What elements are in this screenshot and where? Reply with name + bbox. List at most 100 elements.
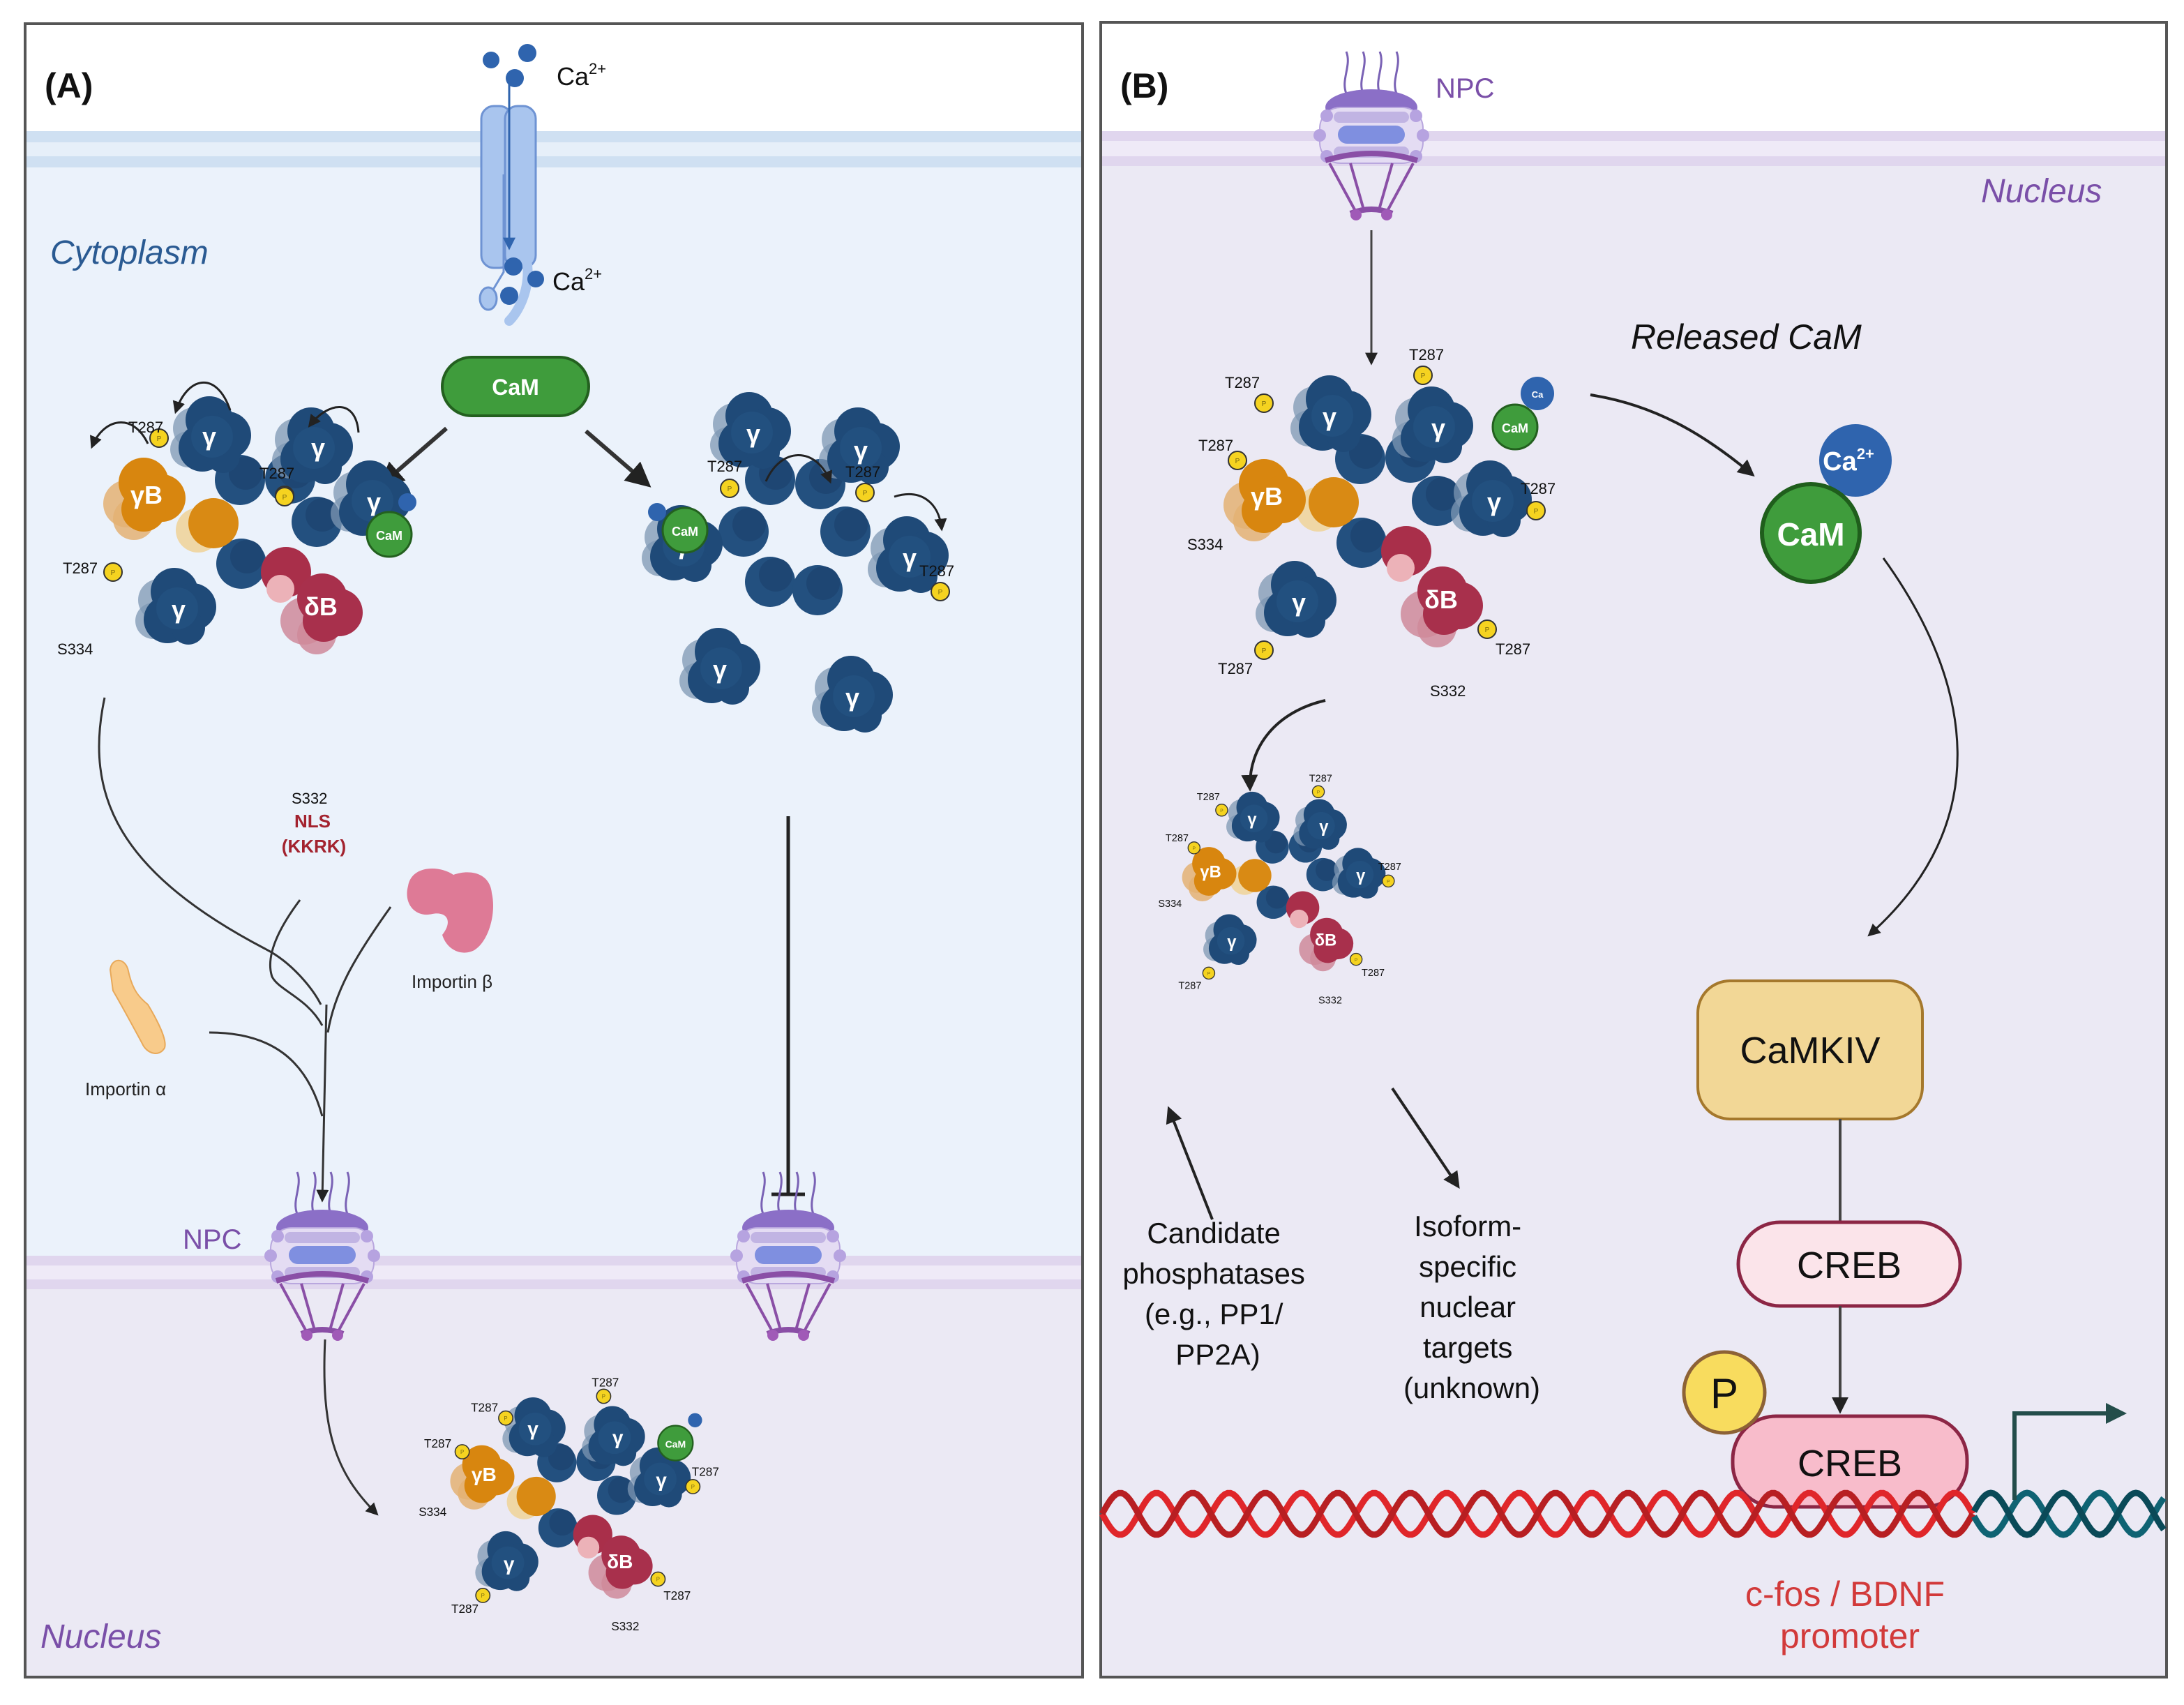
subunit-gamma: γ [202, 422, 216, 451]
subunit-gammaB: γB [130, 481, 163, 509]
svg-text:CaM: CaM [376, 529, 402, 543]
importin-beta-icon [407, 868, 494, 953]
subunit-gamma: γ [367, 488, 381, 516]
svg-text:Ca: Ca [1532, 389, 1544, 400]
svg-text:γ: γ [656, 1469, 667, 1491]
importin-beta-label: Importin β [412, 971, 492, 992]
nls-label: NLS [294, 811, 331, 832]
svg-text:T287: T287 [1409, 346, 1444, 363]
svg-text:T287: T287 [1309, 773, 1332, 784]
phosphatase-arrow [1166, 1106, 1214, 1220]
panel-b-label: (B) [1120, 66, 1168, 105]
svg-text:T287: T287 [1496, 640, 1530, 658]
calcium-label-extracellular: Ca2+ [557, 60, 606, 91]
nucleus-label-b: Nucleus [1981, 173, 2102, 210]
svg-text:S334: S334 [1187, 536, 1223, 553]
svg-text:T287: T287 [592, 1375, 619, 1389]
targets-arrow [1391, 1087, 1460, 1189]
svg-text:γ: γ [527, 1418, 539, 1440]
site-t287: T287 [259, 465, 294, 482]
svg-text:CaM: CaM [672, 525, 698, 539]
cam-to-camkiv-arrow [1867, 557, 1959, 937]
svg-text:T287: T287 [424, 1436, 451, 1450]
site-t287: T287 [919, 562, 954, 580]
svg-text:T287: T287 [1178, 980, 1201, 991]
svg-text:T287: T287 [663, 1588, 691, 1602]
svg-text:CREB: CREB [1797, 1245, 1901, 1286]
site-s332: S332 [292, 790, 327, 807]
site-t287: T287 [845, 463, 880, 481]
importin-alpha-label: Importin α [85, 1079, 166, 1099]
subunit-gamma: γ [713, 655, 727, 684]
phospho-badge [1682, 1350, 1767, 1435]
svg-text:S332: S332 [611, 1619, 639, 1633]
nuclear-import-arrows [98, 697, 392, 1203]
npc-icon [1313, 51, 1429, 220]
svg-text:T287: T287 [471, 1400, 498, 1414]
npc-icon [264, 1171, 380, 1341]
svg-text:γB: γB [1200, 863, 1221, 882]
svg-text:S334: S334 [419, 1505, 447, 1519]
calcium-ions-cytoplasmic [500, 257, 544, 305]
svg-text:T287: T287 [1218, 660, 1253, 677]
svg-text:T287: T287 [692, 1464, 719, 1478]
site-s334: S334 [57, 640, 93, 658]
nuclear-envelope [27, 1256, 1081, 1289]
nuclear-entry-arrow [323, 1339, 379, 1516]
subunit-gamma: γ [746, 419, 760, 448]
svg-text:δB: δB [607, 1551, 633, 1572]
svg-text:γB: γB [472, 1464, 497, 1485]
svg-text:S332: S332 [1318, 995, 1342, 1006]
svg-text:T287: T287 [1198, 437, 1233, 454]
pcreb-node: CREB P [1682, 1350, 1969, 1509]
panel-a: (A) Cytoplasm Nucleus Ca2+ Ca2+ [24, 22, 1084, 1678]
svg-text:T287: T287 [451, 1602, 479, 1616]
svg-text:CREB: CREB [1798, 1443, 1902, 1485]
svg-text:γ: γ [1319, 818, 1329, 836]
npc-label-a: NPC [183, 1224, 241, 1255]
released-cam: Ca2+ CaM [1760, 424, 1892, 584]
nls-motif: (KKRK) [282, 836, 346, 857]
inhibition-bar [771, 816, 805, 1196]
subunit-gamma: γ [311, 433, 325, 462]
svg-text:S332: S332 [1430, 682, 1466, 700]
plasma-membrane [27, 131, 1081, 167]
subunit-gamma: γ [903, 543, 917, 572]
site-t287: T287 [707, 458, 742, 475]
svg-text:T287: T287 [1197, 792, 1220, 803]
dna-strand [1971, 1489, 2167, 1538]
holoenzyme-homomeric-a: γ γ γ γ γ γ T287 T287 T287 CaM [642, 392, 954, 733]
svg-text:CaM: CaM [665, 1439, 686, 1450]
cam-to-gamma-arrow [585, 429, 652, 488]
svg-text:γ: γ [1323, 403, 1336, 431]
dna-helix [1099, 1489, 2167, 1538]
svg-text:CaM: CaM [1502, 421, 1528, 435]
svg-text:CaMKIV: CaMKIV [1740, 1030, 1880, 1072]
svg-text:T287: T287 [1166, 833, 1189, 844]
release-arrow [1590, 393, 1755, 477]
dna-strand [1971, 1489, 2167, 1538]
transcription-start-icon [2012, 1403, 2127, 1500]
npc-icon [730, 1171, 846, 1341]
svg-text:P: P [1710, 1370, 1738, 1417]
nucleus-label-a: Nucleus [40, 1618, 161, 1655]
holoenzyme-small-b: γ γ γ γ γB δB T287 T287 T287 T287 T287 T… [1158, 773, 1401, 1006]
svg-text:CaM: CaM [492, 375, 539, 400]
cytoplasm-label: Cytoplasm [50, 234, 209, 271]
svg-text:CaM: CaM [1777, 516, 1844, 553]
holoenzyme-nuclear-b: γ γ γ γ γB δB T287 T287 T287 T287 T287 T… [1187, 346, 1556, 700]
svg-text:T287: T287 [1521, 480, 1556, 497]
calcium-label-cytoplasmic: Ca2+ [552, 265, 602, 296]
svg-text:S334: S334 [1158, 899, 1182, 910]
svg-text:γ: γ [612, 1427, 624, 1448]
importin-alpha-icon [109, 959, 166, 1054]
dna-strand [1099, 1489, 1975, 1538]
holoenzyme-nuclear-a: γ γ γ γ γB δB T287 T287 T287 T287 T287 T… [419, 1375, 719, 1632]
svg-text:γ: γ [1431, 414, 1445, 442]
svg-text:γ: γ [1247, 810, 1257, 829]
svg-text:γB: γB [1251, 482, 1283, 511]
subunit-gamma: γ [172, 595, 186, 624]
subunit-gamma: γ [845, 683, 859, 712]
svg-text:γ: γ [504, 1553, 515, 1575]
